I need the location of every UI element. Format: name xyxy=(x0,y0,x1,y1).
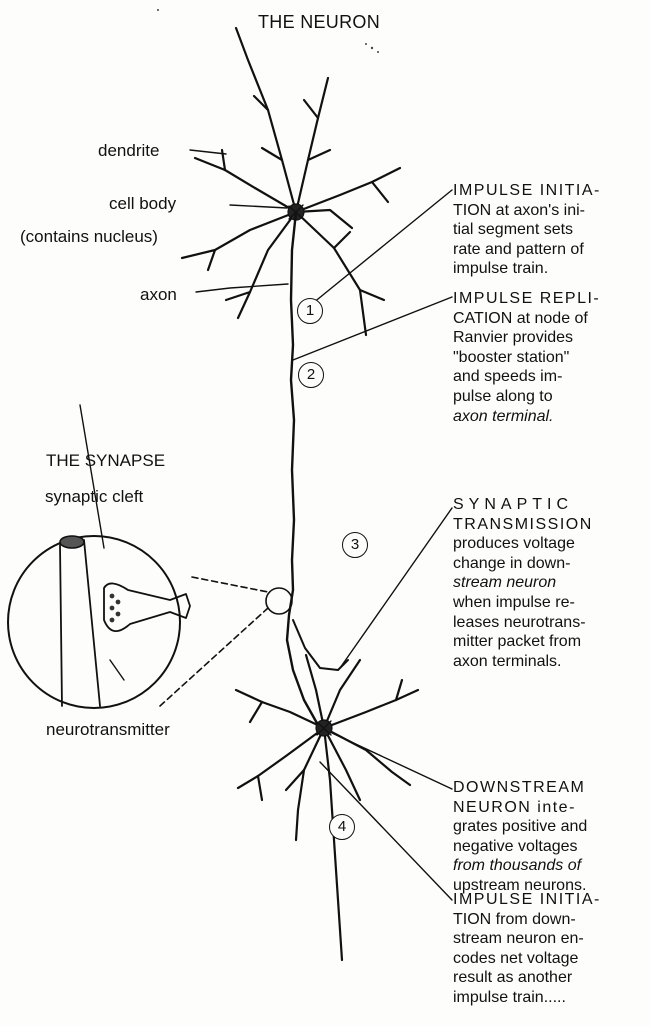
magnify-connector-bottom xyxy=(160,608,268,706)
synapse-magnified xyxy=(8,536,190,708)
marker-4: 4 xyxy=(329,814,355,840)
lower-dendrites xyxy=(236,655,418,960)
description-leaders xyxy=(293,190,452,900)
lower-soma xyxy=(316,720,332,736)
axon-branch xyxy=(293,620,348,670)
label-axon: axon xyxy=(140,285,177,305)
desc-downstream-neuron: DOWNSTREAM NEURON inte- grates positive … xyxy=(453,778,643,896)
label-cell-body: cell body xyxy=(109,194,176,214)
label-synapse-title: THE SYNAPSE xyxy=(46,451,165,471)
label-dendrite: dendrite xyxy=(98,141,159,161)
desc-impulse-initiation: IMPULSE INITIA- TION at axon's ini- tial… xyxy=(453,181,643,279)
marker-3: 3 xyxy=(342,532,368,558)
label-contains-nucleus: (contains nucleus) xyxy=(20,227,158,247)
marker-1: 1 xyxy=(297,298,323,324)
desc-synaptic-transmission: SYNAPTIC TRANSMISSION produces voltage c… xyxy=(453,495,643,671)
label-neurotransmitter: neurotransmitter xyxy=(46,720,170,740)
magnify-connector-top xyxy=(192,577,268,592)
synapse-marker xyxy=(266,588,292,614)
page-title: THE NEURON xyxy=(258,12,380,32)
desc-impulse-initiation-downstream: IMPULSE INITIA- TION from down- stream n… xyxy=(453,890,643,1008)
desc-impulse-replication: IMPULSE REPLI- CATION at node of Ranvier… xyxy=(453,289,643,426)
marker-2: 2 xyxy=(298,362,324,388)
label-synaptic-cleft: synaptic cleft xyxy=(45,487,143,507)
axon xyxy=(287,212,318,725)
